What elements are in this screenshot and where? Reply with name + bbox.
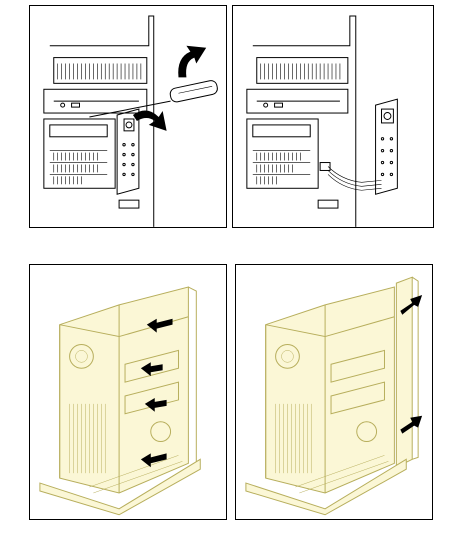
arrow-right-up-icon [400,294,423,315]
arrow-right-down-icon [400,415,423,434]
remove-bezel-drawing [43,15,218,227]
drive-cage [246,118,319,189]
drive-bay-hatch [53,57,148,84]
arrow-left-icon [146,318,173,333]
illustration-panel-chassis-arrows-right [235,264,433,520]
cd-drive [246,88,349,114]
cable-connector [319,162,331,171]
chassis-body [245,276,419,516]
illustration-panel-remove-bezel [29,5,227,228]
chassis-body [39,286,201,516]
tower-outline [252,15,357,227]
chassis-left-drawing [39,286,201,516]
bezel-cable-drawing [246,15,398,227]
arrow-left-icon [144,397,167,412]
illustration-panel-bezel-cable [232,5,434,228]
illustration-panel-chassis-arrows-left [29,264,227,520]
tower-outline [49,15,155,227]
rotate-arrow-icon [178,45,207,78]
curved-arrow-icon [132,110,167,131]
arrow-left-icon [140,362,163,377]
screwdriver-icon [89,80,218,118]
badge-plate [118,199,140,209]
badge-plate [317,199,339,209]
drive-cage [43,118,116,189]
arrow-left-icon [140,453,167,468]
front-bezel [116,108,140,195]
chassis-right-drawing [245,276,423,516]
front-bezel [375,98,398,195]
drive-bay-hatch [256,57,349,84]
cable-icon [327,166,382,183]
cd-drive [43,88,148,114]
